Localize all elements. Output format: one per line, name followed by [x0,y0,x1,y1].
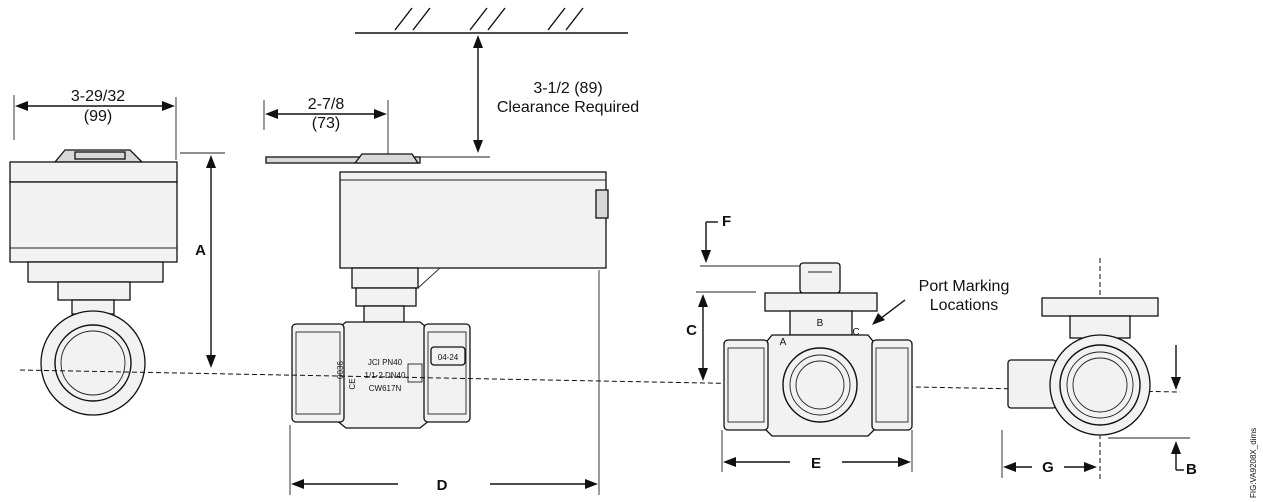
clearance-text: Clearance Required [497,99,639,116]
actuator-end-view [9,149,178,315]
actuator-side-view [265,153,609,307]
depth-inches: 2-7/8 [308,96,345,113]
label-e: E [811,455,821,472]
width-mm: (99) [84,108,112,125]
three-way-valve-front [723,262,913,437]
valve-centerline [19,369,1181,393]
valve-body-side [291,305,471,429]
dimension-c [696,291,756,381]
three-way-valve-side [1007,258,1159,480]
marking-line2: 1/1-2 DN40 [365,371,406,380]
valve-markings: 04-24 JCI PN40 1/1-2 DN40 CW617N CE 0036 [336,353,459,393]
dimension-e [721,430,913,472]
figure-id: FIG:VA9208X_dims [1249,428,1258,498]
marking-ce: CE [348,378,357,389]
label-b: B [1186,461,1197,478]
port-letter-c: C [852,327,859,338]
width-inches: 3-29/32 [71,88,125,105]
marking-badge: 04-24 [438,353,459,362]
dimension-b [1108,345,1190,471]
port-marking-leader [872,299,906,325]
marking-line3: CW617N [369,384,402,393]
clearance-dimension-line [420,35,490,158]
dimension-g [1001,430,1097,478]
marking-code: 0036 [336,361,345,379]
width-dimension [13,95,177,160]
port-letter-a: A [780,337,787,348]
label-g: G [1042,459,1054,476]
port-marking-line1: Port Marking [919,278,1010,295]
depth-dimension [263,100,389,160]
dimension-a [180,152,225,368]
dimension-d [289,270,600,495]
port-letter-b: B [817,318,824,329]
depth-mm: (73) [312,115,340,132]
ceiling-hatch [355,7,628,34]
clearance-value: 3-1/2 (89) [533,80,602,97]
dimension-f [700,221,800,267]
label-a: A [195,242,206,259]
label-c: C [686,322,697,339]
port-marking-line2: Locations [930,297,999,314]
left-valve-end [40,310,146,416]
label-d: D [437,477,448,494]
label-f: F [722,213,731,230]
marking-line1: JCI PN40 [368,358,403,367]
